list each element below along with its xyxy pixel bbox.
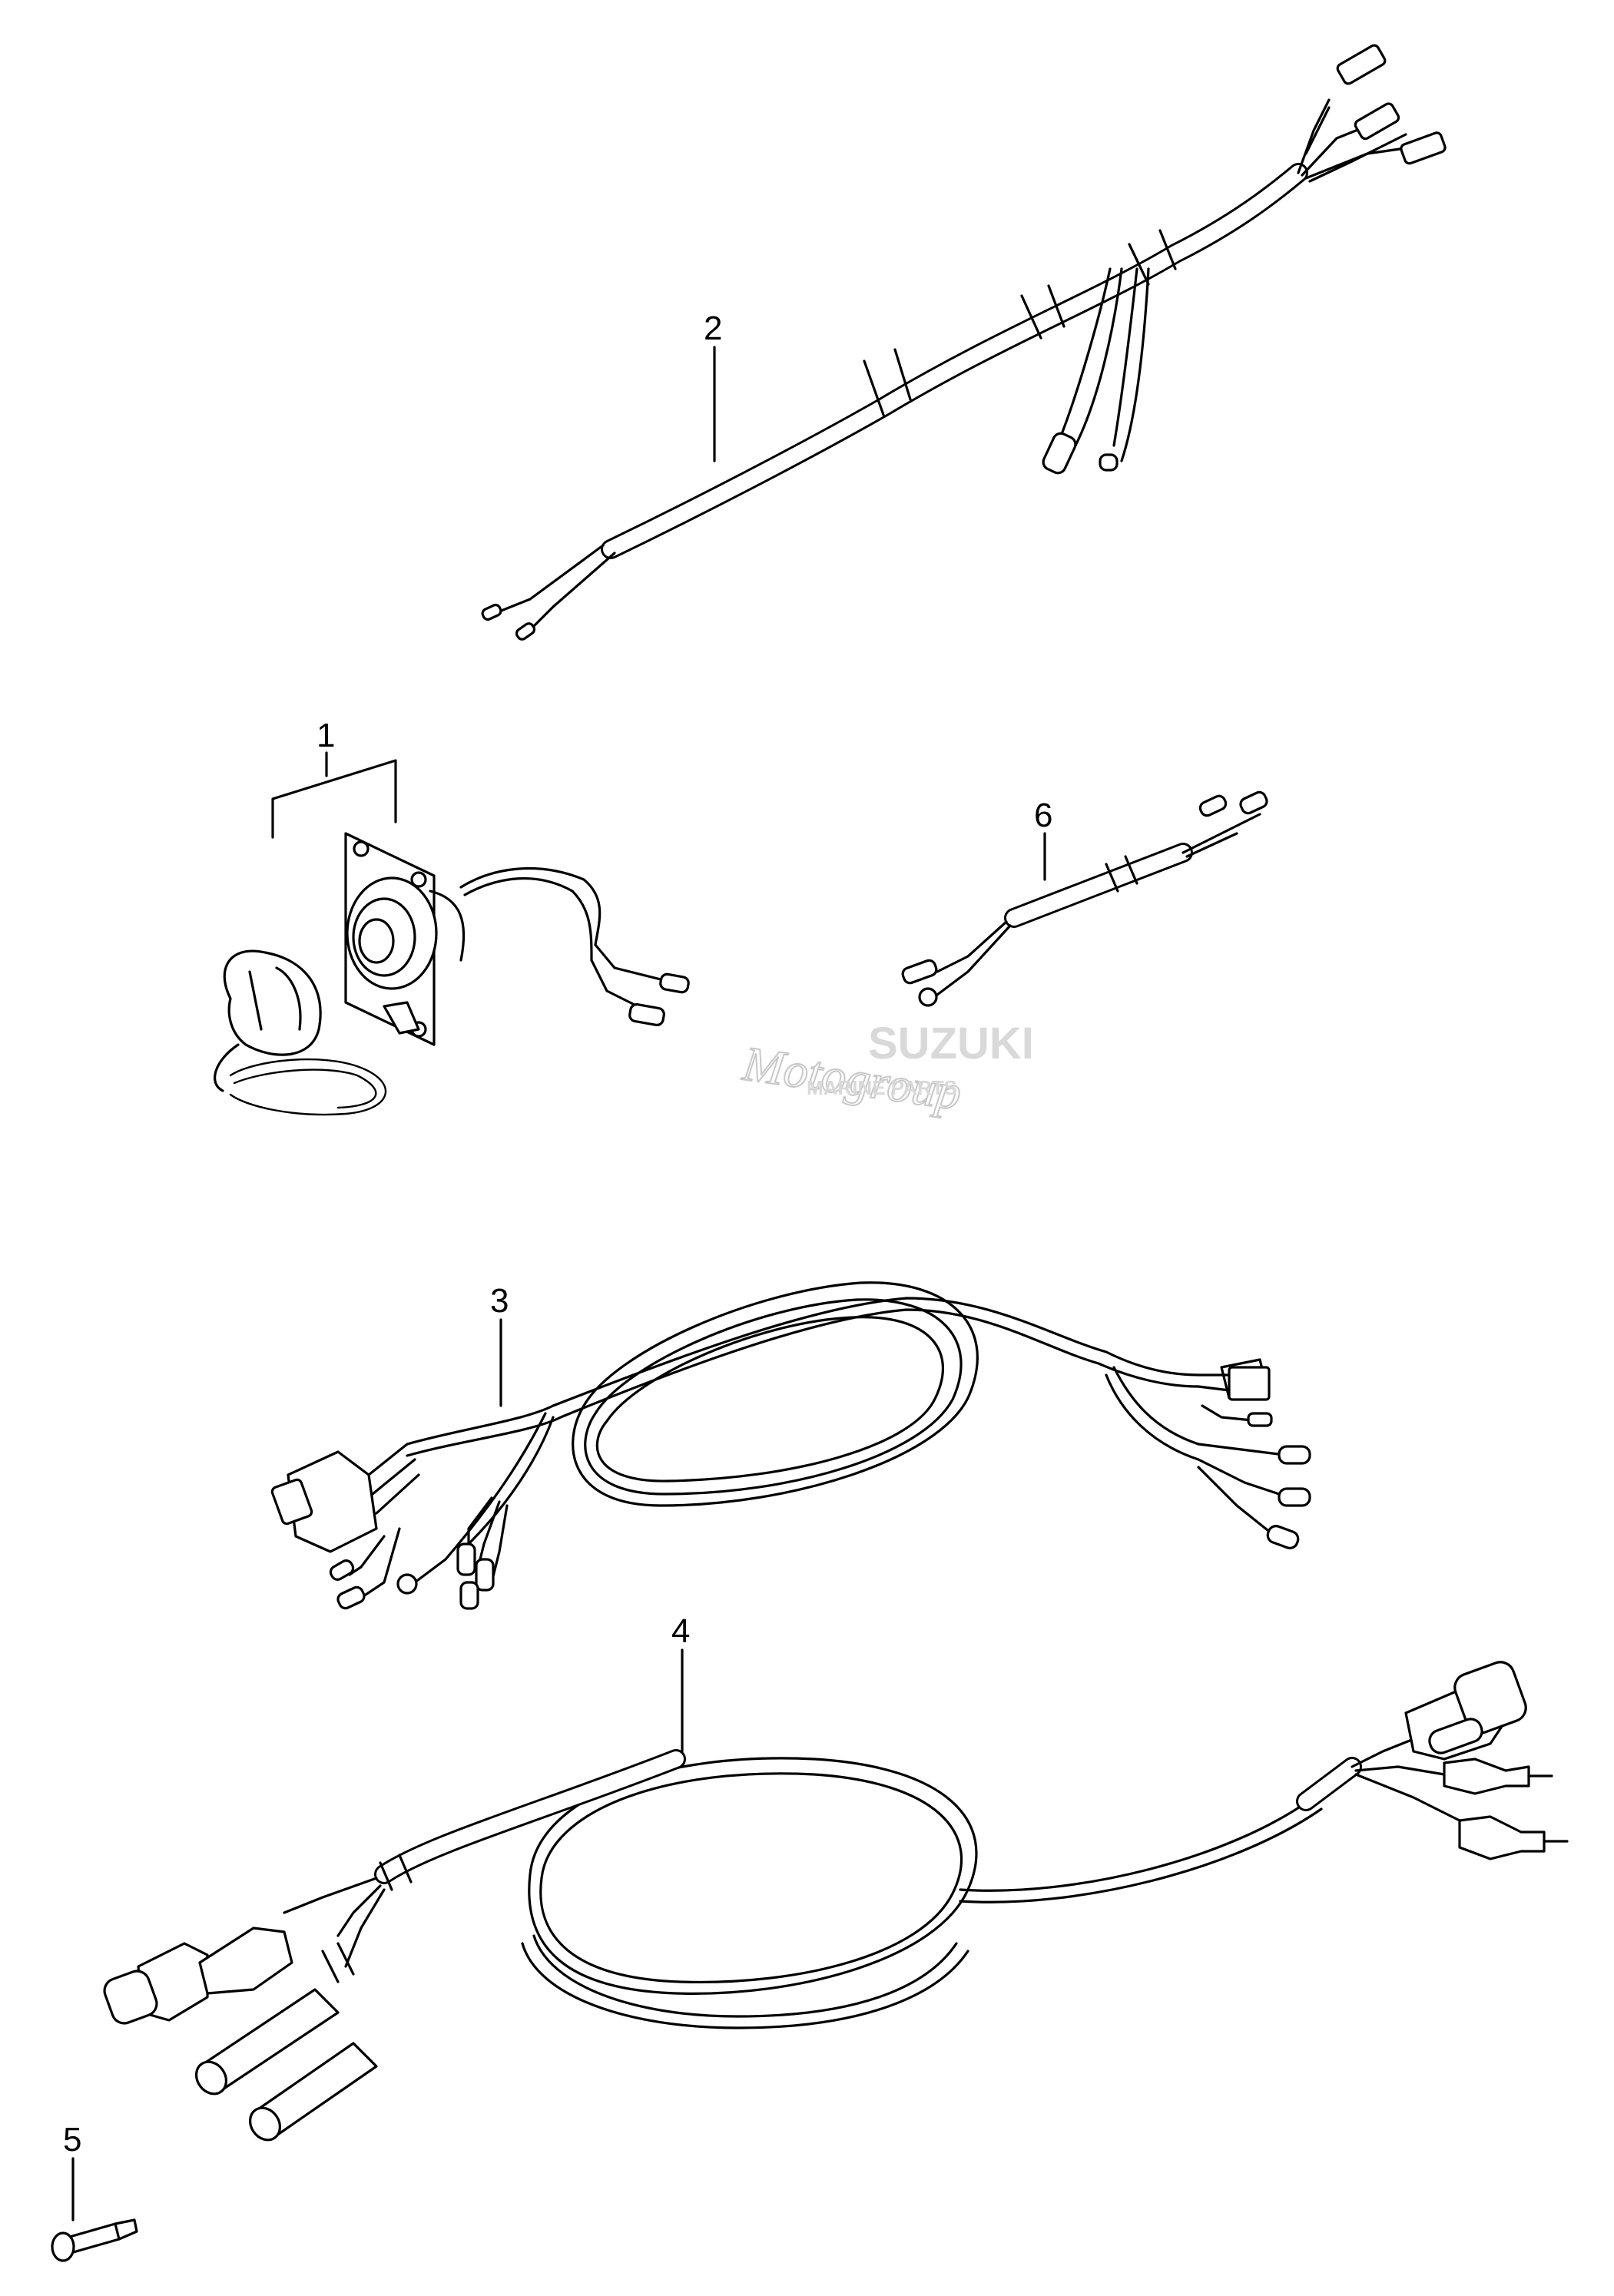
watermark-brand: SUZUKI [868, 1019, 1034, 1068]
switch-assembly-1 [214, 751, 690, 1116]
lead-wire-6 [901, 790, 1268, 1007]
harness-4 [103, 1648, 1569, 2142]
callout-6: 6 [1034, 797, 1052, 834]
harness-3 [270, 1281, 1311, 1610]
callout-1: 1 [317, 717, 335, 754]
watermark: Motogroup SUZUKI MARINE PARTS [738, 1019, 1034, 1121]
pin-5 [51, 2157, 138, 2262]
callout-2: 2 [704, 310, 722, 347]
harness-2 [481, 44, 1447, 641]
callout-5: 5 [63, 2121, 81, 2159]
callout-3: 3 [490, 1282, 509, 1320]
watermark-sub: MARINE PARTS [807, 1076, 957, 1099]
callout-4: 4 [671, 1612, 690, 1650]
callout-bracket-1 [271, 751, 397, 839]
